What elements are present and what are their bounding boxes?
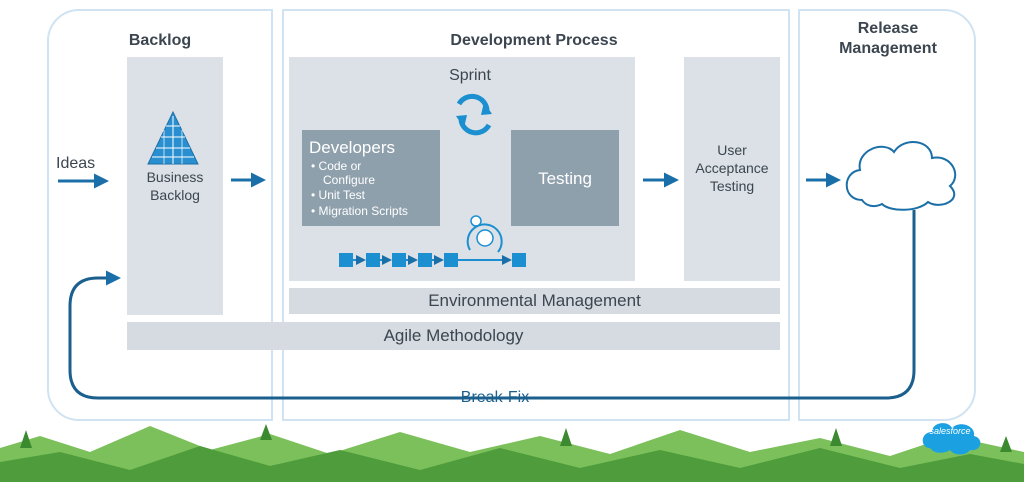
release-frame	[798, 9, 976, 421]
developers-item-2: Configure	[323, 173, 375, 187]
business-backlog-box	[127, 57, 223, 315]
testing-label: Testing	[538, 169, 592, 188]
developers-item-1: • Code or	[311, 159, 362, 173]
break-fix-label: Break-Fix	[450, 389, 540, 407]
developers-item-text: Migration Scripts	[318, 204, 408, 218]
developers-item-text: Code or	[318, 159, 362, 173]
release-title-1: Release	[857, 20, 919, 37]
sprint-label: Sprint	[449, 67, 491, 84]
developers-title: Developers	[309, 138, 395, 157]
uat-label-1: User	[717, 142, 747, 158]
release-title-2: Management	[839, 40, 937, 57]
dev-title: Development Process	[450, 32, 618, 49]
developers-item-4: • Migration Scripts	[311, 204, 408, 218]
production-label: Production	[868, 170, 942, 186]
mountains-illustration	[0, 424, 1024, 482]
developers-item-3: • Unit Test	[311, 188, 366, 202]
uat-label-3: Testing	[709, 178, 755, 194]
salesforce-logo-text: salesforce	[929, 426, 971, 436]
uat-label-2: Acceptance	[695, 160, 769, 176]
business-backlog-label-1: Business	[146, 169, 204, 185]
ideas-label: Ideas	[56, 155, 96, 172]
agile-methodology-bar: Agile Methodology	[127, 322, 780, 350]
environmental-management-bar: Environmental Management	[289, 288, 780, 314]
developers-item-text: Unit Test	[318, 188, 366, 202]
backlog-title: Backlog	[128, 32, 192, 49]
developers-item-text: Configure	[323, 173, 376, 187]
business-backlog-label-2: Backlog	[150, 187, 200, 203]
